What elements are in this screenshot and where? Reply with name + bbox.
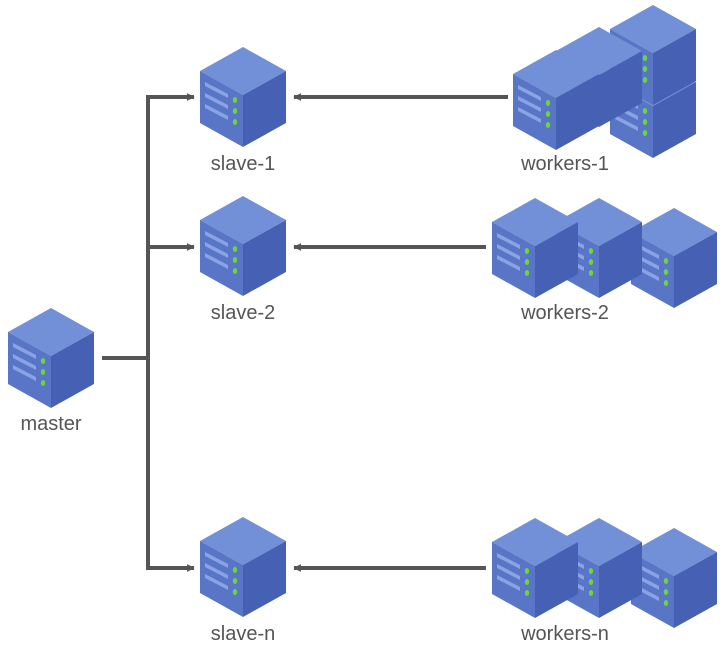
workers-n-node: workers-n [492,518,717,645]
server-icon [200,47,286,147]
connectors [102,93,508,572]
master-label: master [20,413,81,435]
slave-1-label: slave-1 [211,153,275,175]
slave-2-node: slave-2 [200,196,286,324]
workers-1-node: workers-1 [513,5,696,175]
master-node: master [8,308,94,435]
workers-2-node: workers-2 [492,198,717,324]
workers-2-label: workers-2 [520,302,609,324]
server-icon [200,517,286,617]
server-icon [492,198,578,298]
slave-2-label: slave-2 [211,302,275,324]
slave-n-node: slave-n [200,517,286,645]
server-icon [8,308,94,408]
server-icon [631,528,717,628]
workers-1-label: workers-1 [520,153,609,175]
server-icon [631,208,717,308]
slave-1-node: slave-1 [200,47,286,175]
slave-n-label: slave-n [211,623,275,645]
server-icon [492,518,578,618]
workers-n-label: workers-n [520,623,609,645]
server-icon [200,196,286,296]
